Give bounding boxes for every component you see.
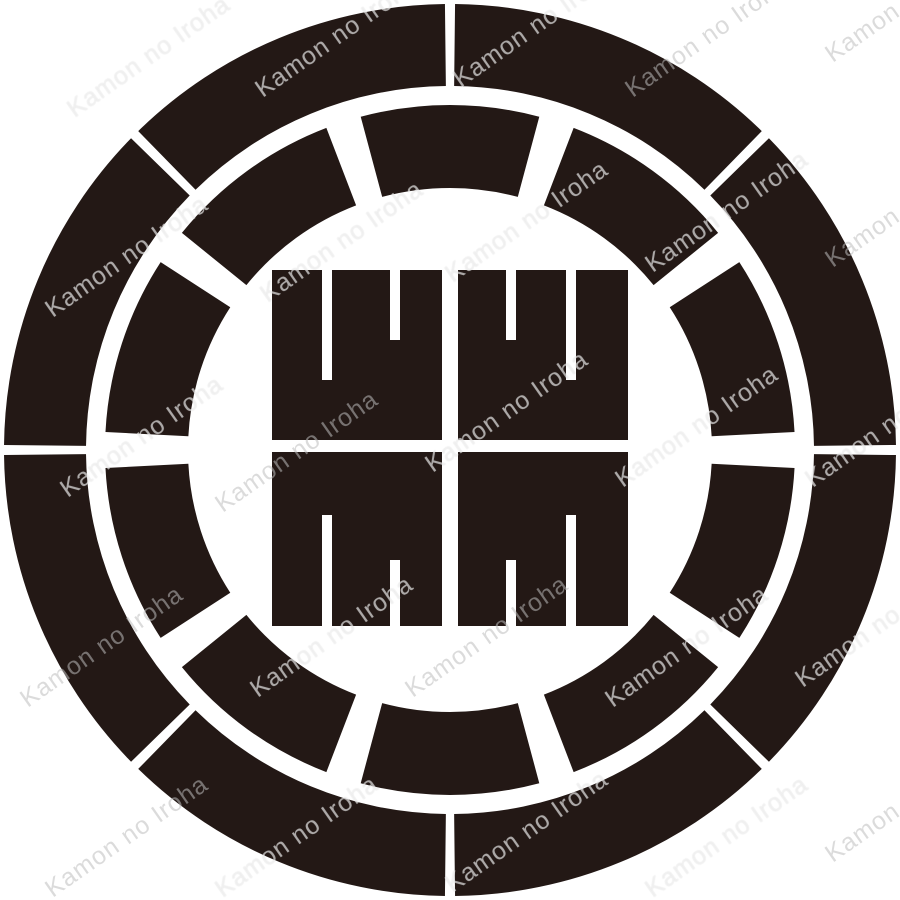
inner-ring-block: [105, 262, 231, 437]
outer-ring-segment: [4, 454, 190, 762]
outer-ring-segment: [4, 138, 190, 446]
inner-ring-block: [105, 463, 231, 638]
inner-ring-block: [669, 262, 795, 437]
center-slit: [442, 452, 458, 626]
center-slit: [506, 270, 516, 340]
inner-ring-block: [669, 463, 795, 638]
center-slit: [322, 270, 332, 380]
inner-ring-block: [543, 127, 719, 286]
outer-ring-segment: [454, 710, 762, 896]
center-slit: [442, 270, 458, 440]
center-slit: [272, 440, 628, 452]
center-slit: [390, 560, 400, 626]
outer-ring: [4, 4, 896, 896]
outer-ring-segment: [138, 4, 446, 190]
inner-ring: [105, 105, 795, 795]
center-slit: [390, 270, 400, 340]
inner-ring-block: [360, 703, 540, 795]
outer-ring-segment: [710, 454, 896, 762]
inner-ring-block: [181, 127, 357, 286]
outer-ring-segment: [138, 710, 446, 896]
outer-ring-segment: [454, 4, 762, 190]
inner-ring-block: [181, 614, 357, 773]
inner-ring-block: [360, 105, 540, 197]
inner-ring-block: [543, 614, 719, 773]
center-slit: [506, 560, 516, 626]
outer-ring-segment: [710, 138, 896, 446]
center-slit: [566, 270, 576, 380]
center-slit: [322, 515, 332, 626]
center-motif-icon: [272, 270, 628, 626]
center-slit: [566, 515, 576, 626]
